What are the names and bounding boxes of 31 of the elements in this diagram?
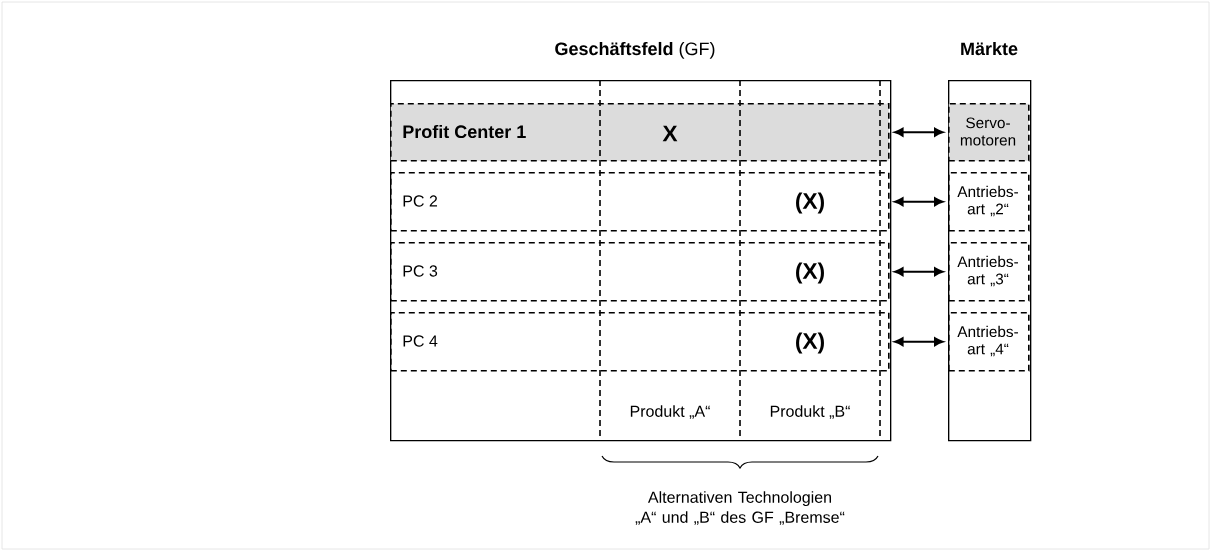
brace-caption: Alternativen Technologien „A“ und „B“ des GF „Bremse“: [635, 491, 845, 525]
column-label: Produkt „B“: [770, 405, 850, 419]
table-row: [390, 242, 890, 302]
double-arrow: [894, 267, 944, 277]
double-arrow: [894, 197, 944, 207]
market-label: Servo- motoren: [960, 117, 1016, 146]
cross-mark: X: [662, 125, 678, 142]
table-row: [948, 242, 1030, 302]
table-heading: Märkte: [961, 41, 1018, 56]
market-label: Antriebs- art „3“: [957, 255, 1018, 287]
double-arrow: [894, 337, 944, 347]
table-row: [390, 103, 890, 162]
cross-mark: (X): [796, 332, 824, 354]
row-label: PC 3: [403, 265, 438, 277]
column-label: Produkt „A“: [630, 405, 710, 419]
table-row: [390, 312, 890, 372]
row-label: PC 2: [403, 195, 437, 207]
cross-mark: (X): [796, 262, 824, 284]
table-row: [390, 172, 890, 232]
table-row: [948, 103, 1030, 162]
cross-mark: (X): [796, 192, 824, 214]
row-label: PC 4: [403, 335, 438, 347]
table-row: [948, 312, 1030, 372]
table-row: [948, 172, 1030, 232]
table-frame: [390, 41, 892, 442]
double-arrow: [894, 127, 944, 137]
table-frame: [948, 41, 1032, 442]
table-heading: Geschäftsfeld (GF): [555, 41, 715, 59]
row-label: Profit Center 1: [403, 124, 526, 139]
market-label: Antriebs- art „4“: [957, 325, 1018, 357]
market-label: Antriebs- art „2“: [957, 185, 1018, 217]
